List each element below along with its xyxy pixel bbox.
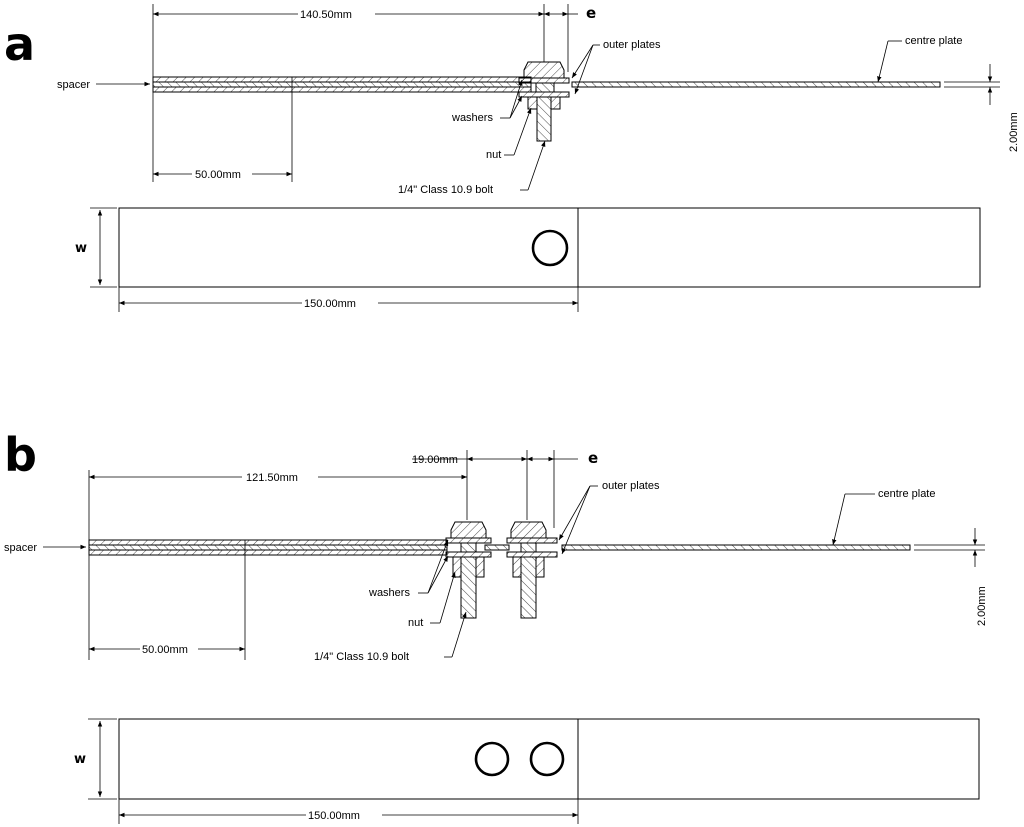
bolt-hole-b2 [529,741,565,777]
centre-plate-a [571,81,941,88]
dim-140-label: 140.50mm [300,9,352,21]
dim-50-label-b: 50.00mm [142,644,188,656]
dim-50-a: 50.00mm [152,92,293,182]
spacer-label-b: spacer [4,542,37,554]
panel-a: a 140.50mm e [4,4,1020,312]
plan-view-b: w 150.00mm [74,718,980,824]
panel-a-letter: a [4,17,35,71]
dim-150-label-b: 150.00mm [308,810,360,822]
dim-e-a: e [544,4,596,72]
dim-2-label-a: 2.00mm [1008,112,1020,152]
panel-b: b 121.50mm 19.00mm e [4,428,988,824]
plan-view-a: w 150.00mm [75,207,981,312]
dim-50-b: 50.00mm [88,555,246,660]
outer-plates-label-a: outer plates [603,39,661,51]
bolt-a [518,61,570,142]
bolt-label-b: 1/4" Class 10.9 bolt [314,651,409,663]
w-label-b: w [74,752,86,767]
e-label-b: e [588,449,598,467]
dim-140-50: 140.50mm [152,4,545,78]
dim-121-label: 121.50mm [246,472,298,484]
spacer-centre-layer-a [152,81,532,88]
labels-b: spacer outer plates centre plate washers… [4,480,935,663]
dim-121-50: 121.50mm [88,450,468,540]
outer-plate-bottom-a [152,86,532,93]
nut-label-b: nut [408,617,423,629]
nut-label-a: nut [486,149,501,161]
bolt-hole-a [531,229,569,267]
plate-assembly-b [88,539,985,556]
outer-plate-bottom-b [88,549,448,556]
dim-2-a: 2.00mm [987,64,1020,152]
centre-plate-b [561,544,911,551]
dim-19-label: 19.00mm [412,454,458,466]
bolt-hole-b1 [474,741,510,777]
w-label-a: w [75,241,87,256]
outer-plate-top-a [152,76,532,83]
spacer-label-a: spacer [57,79,90,91]
washers-label-b: washers [368,587,410,599]
plan-outline-b [118,718,980,800]
dim-e-b: e [527,449,598,528]
outer-plate-top-b [88,539,448,546]
dim-150-label-a: 150.00mm [304,298,356,310]
e-label-a: e [586,4,596,22]
plate-assembly-a [152,76,1000,93]
centre-plate-label-a: centre plate [905,35,962,47]
bolt-label-a: 1/4" Class 10.9 bolt [398,184,493,196]
bolt-b2 [506,521,558,619]
washers-label-a: washers [451,112,493,124]
panel-b-letter: b [4,428,37,482]
dim-19-b: 19.00mm [412,450,528,520]
centre-plate-label-b: centre plate [878,488,935,500]
dim-2-label-b: 2.00mm [976,586,988,626]
dim-2-b: 2.00mm [972,528,988,626]
bolt-b1 [445,521,492,619]
labels-a: spacer outer plates centre plate washers… [57,35,962,196]
outer-plates-label-b: outer plates [602,480,660,492]
plan-outline-a [118,207,981,288]
spacer-centre-layer-b [88,544,448,551]
dim-50-label-a: 50.00mm [195,169,241,181]
